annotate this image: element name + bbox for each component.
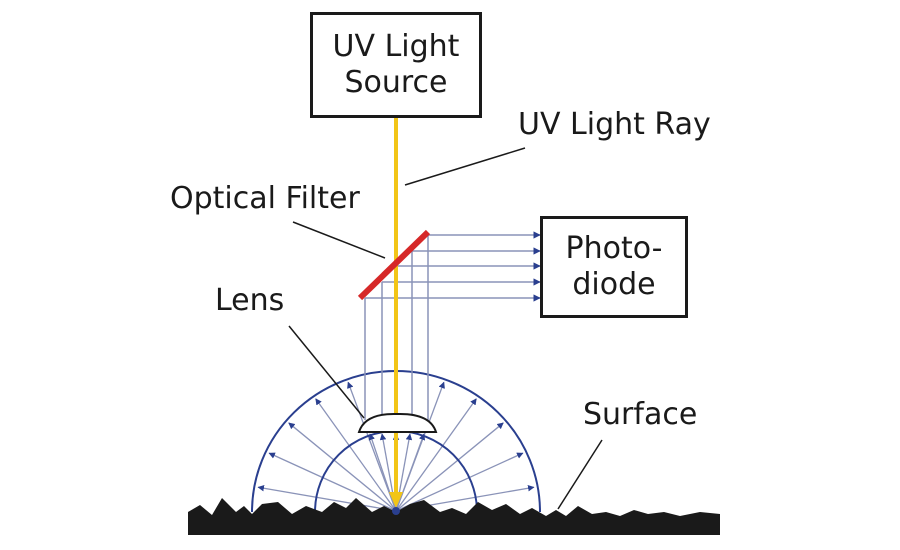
collected-light-lines [364, 231, 541, 420]
source-label-line2: Source [344, 65, 448, 100]
ray-leader-line [404, 147, 526, 186]
optical-filter [357, 229, 431, 301]
lens-ray [368, 433, 397, 512]
source-label-line1: UV Light [332, 29, 460, 64]
scatter-point [392, 507, 400, 515]
rough-surface [188, 498, 720, 535]
optical-filter-label: Optical Filter [170, 181, 360, 216]
lens-leader-line [288, 325, 365, 419]
outer-scatter-ray [268, 452, 397, 512]
uv-light-ray-label: UV Light Ray [518, 107, 711, 142]
surface-leader-line [557, 439, 603, 510]
lens-ray [395, 433, 426, 512]
outer-scatter-ray [395, 398, 477, 512]
outer-scatter-ray [347, 381, 397, 512]
uv-light-source-box: UV Light Source [310, 12, 482, 118]
outer-scatter-ray [257, 485, 397, 512]
lens-label: Lens [215, 283, 285, 318]
outer-scatter-ray [395, 452, 524, 512]
filter-leader-line [292, 221, 386, 259]
outer-scatter-ray [315, 398, 397, 512]
photodiode-label-line1: Photo- [565, 231, 663, 266]
outer-scatter-ray [395, 422, 504, 512]
photodiode-box: Photo- diode [540, 216, 688, 318]
photodiode-label-line2: diode [572, 267, 656, 302]
outer-scatter-ray [288, 422, 397, 512]
surface-label: Surface [583, 397, 698, 432]
lens [357, 412, 438, 433]
uv-ray-arrowhead [389, 492, 403, 508]
